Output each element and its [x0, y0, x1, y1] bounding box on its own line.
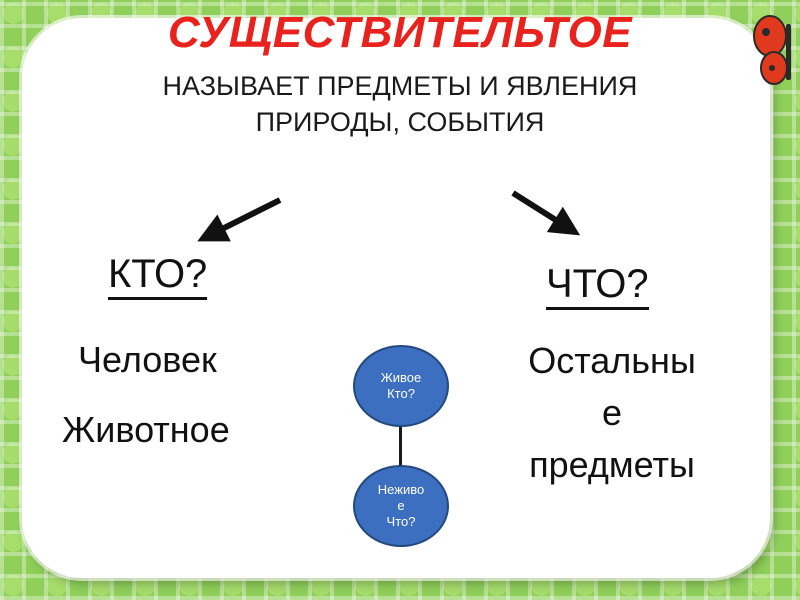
slide-title: СУЩЕСТВИТЕЛЬТОЕ: [167, 8, 633, 57]
slide-subtitle: НАЗЫВАЕТ ПРЕДМЕТЫ И ЯВЛЕНИЯ ПРИРОДЫ, СОБ…: [0, 68, 800, 140]
right-text-line-3: предметы: [529, 444, 695, 485]
animate-oval-line-2: Кто?: [387, 386, 415, 401]
arrow-down-left-icon: [197, 197, 282, 242]
arrow-down-right-icon: [511, 190, 581, 236]
subtitle-line-1: НАЗЫВАЕТ ПРЕДМЕТЫ И ЯВЛЕНИЯ: [162, 71, 638, 101]
animate-oval: Живое Кто?: [353, 345, 449, 427]
who-question: КТО?: [108, 252, 208, 300]
right-items-text: Остальны е предметы: [512, 335, 712, 491]
right-text-line-1: Остальны: [528, 340, 696, 381]
left-item-human: Человек: [78, 339, 217, 380]
what-question: ЧТО?: [546, 262, 649, 310]
inanimate-oval-line-1: Неживо: [377, 482, 425, 497]
animate-oval-line-1: Живое: [380, 370, 422, 385]
subtitle-line-2: ПРИРОДЫ, СОБЫТИЯ: [255, 107, 545, 137]
left-item-animal: Животное: [62, 409, 230, 450]
inanimate-oval-line-2: е: [397, 498, 405, 513]
right-text-line-2: е: [601, 392, 623, 433]
inanimate-oval-line-3: Что?: [386, 514, 416, 529]
inanimate-oval: Неживо е Что?: [353, 465, 449, 547]
butterfly-icon: [753, 15, 791, 85]
oval-connector-line: [399, 413, 402, 473]
